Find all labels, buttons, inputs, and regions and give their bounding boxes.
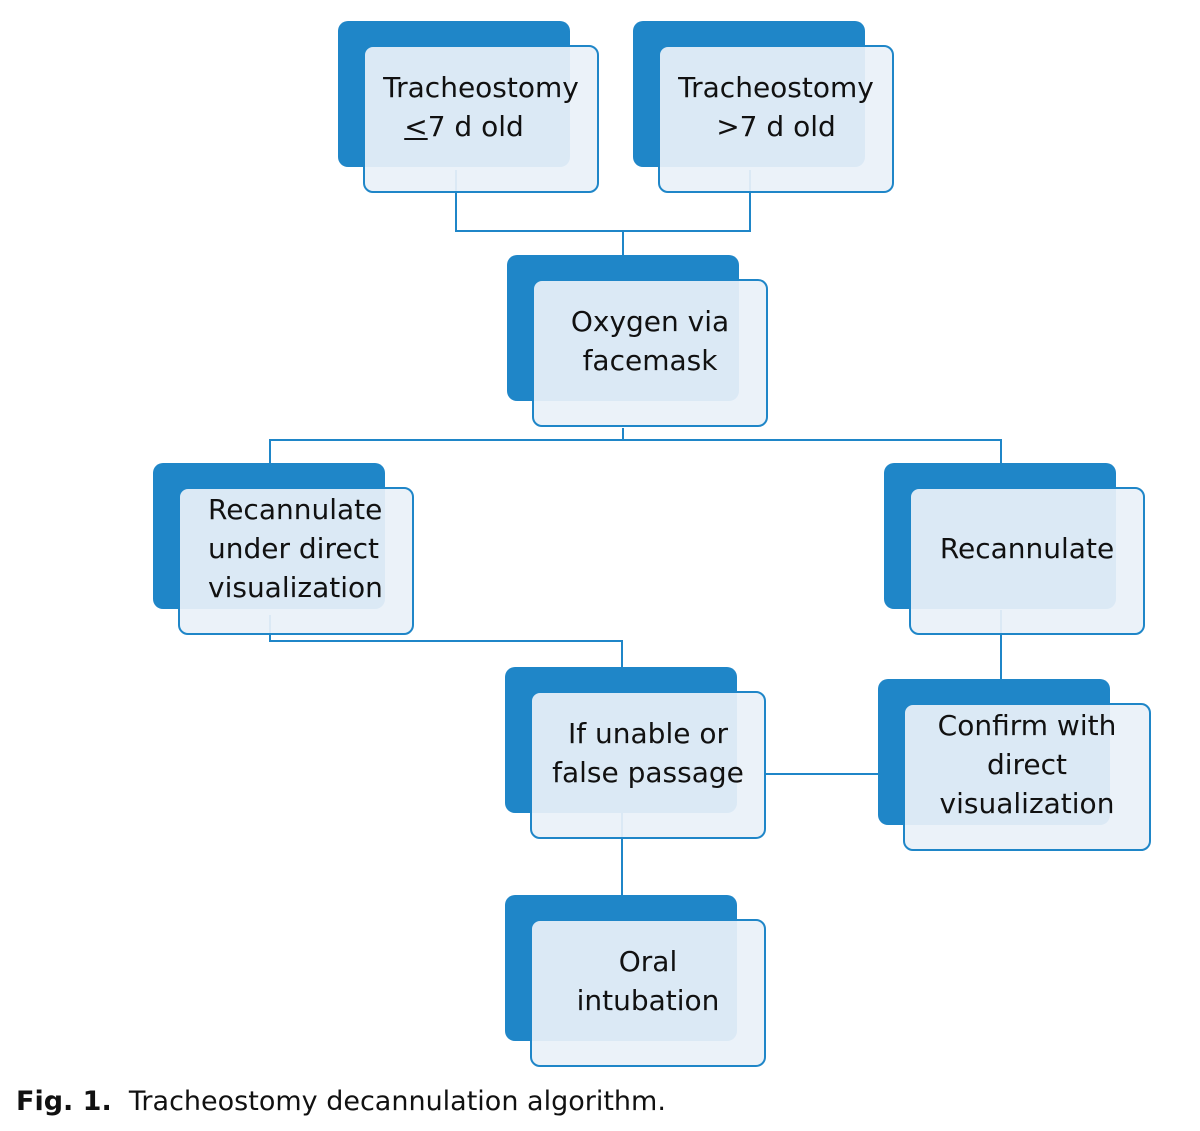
node-label-line1: Tracheostomy <box>383 70 579 104</box>
node-box <box>530 691 766 839</box>
node-box <box>532 279 768 427</box>
node-box <box>530 919 766 1067</box>
figure-caption-text: Tracheostomy decannulation algorithm. <box>128 1086 666 1117</box>
node-label: Confirm with direct visualization <box>937 709 1117 820</box>
node-label: Oral intubation <box>576 944 720 1017</box>
node-label: If unable or false passage <box>552 716 744 789</box>
node-label: Tracheostomy <7 d old <box>363 45 599 168</box>
less-or-equal-symbol: < <box>404 109 428 143</box>
node-label-days: 7 d old <box>427 109 524 143</box>
node-label: Oxygen via facemask <box>570 304 730 377</box>
figure-caption: Fig. 1. Tracheostomy decannulation algor… <box>16 1086 666 1117</box>
node-label: Tracheostomy >7 d old <box>678 70 874 143</box>
node-box <box>363 45 599 193</box>
node-label: Recannulate under direct visualization <box>208 493 383 604</box>
connector-trach-to-oxygen <box>455 170 751 232</box>
node-box <box>903 703 1151 851</box>
node-label: Recannulate <box>939 532 1115 565</box>
node-label-line2: <7 d old <box>404 107 558 146</box>
node-box <box>658 45 894 193</box>
connector-oxygen-branches <box>269 439 1002 463</box>
node-box <box>909 487 1145 635</box>
figure-caption-label: Fig. 1. <box>16 1086 112 1117</box>
node-box <box>178 487 414 635</box>
